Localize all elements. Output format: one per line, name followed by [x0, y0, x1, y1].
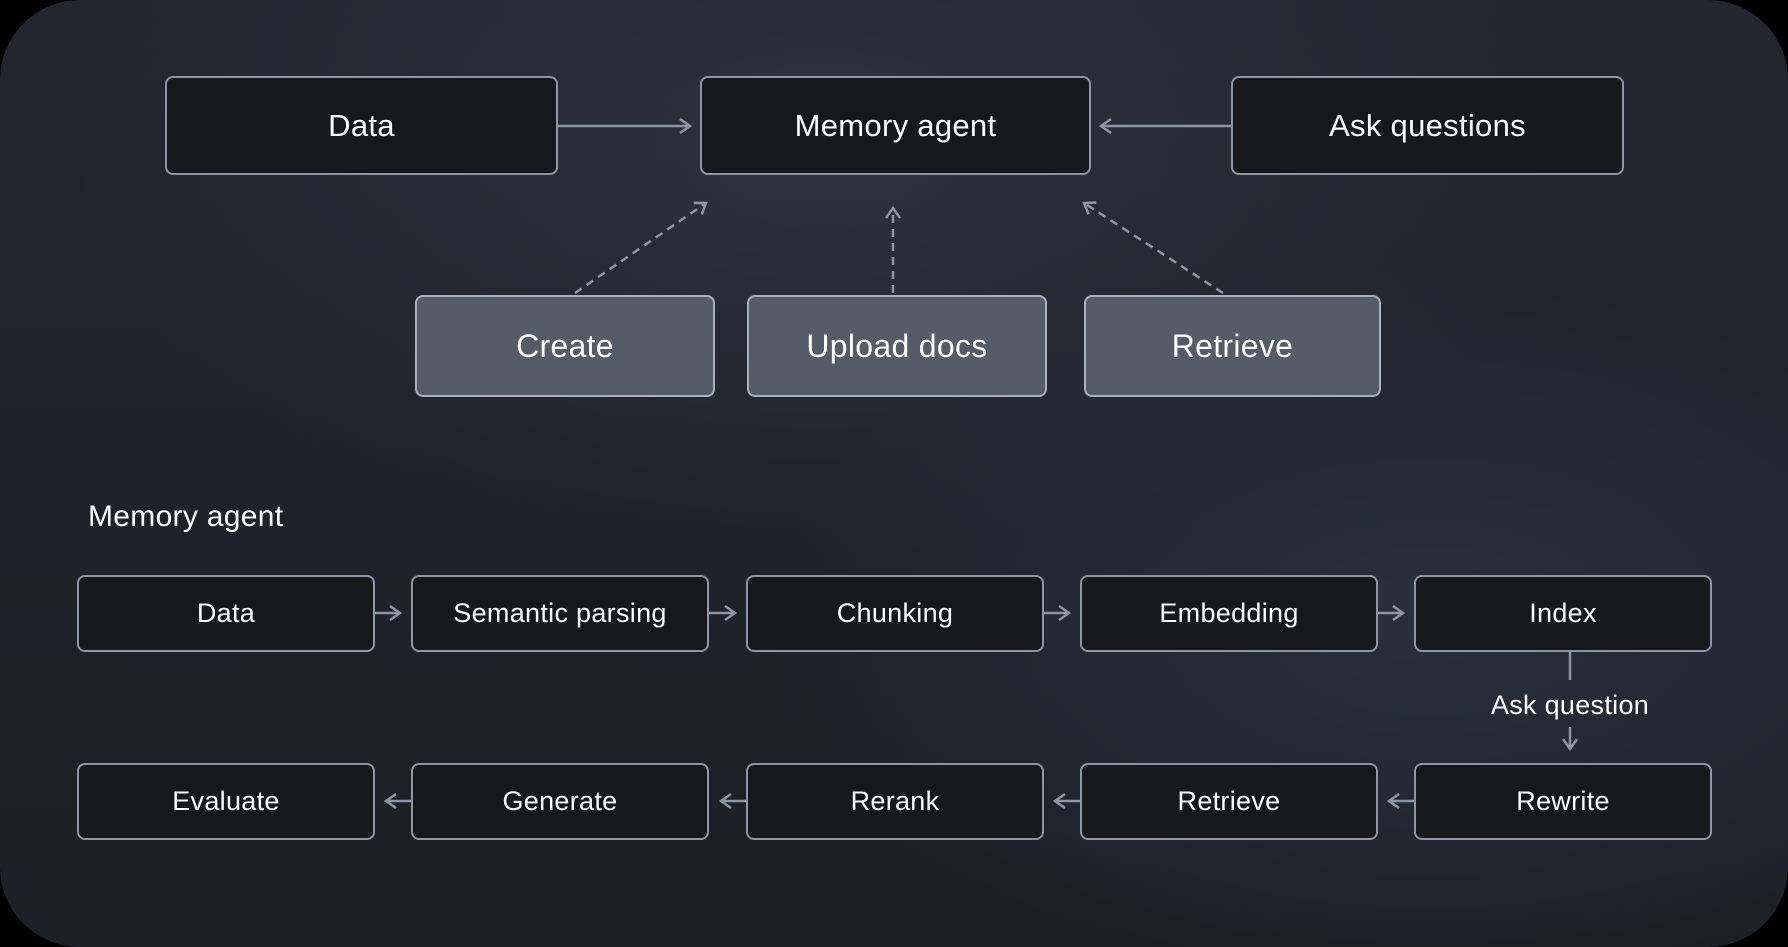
node-ask-questions: Ask questions: [1231, 76, 1624, 175]
step-evaluate: Evaluate: [77, 763, 375, 840]
step-embedding: Embedding: [1080, 575, 1378, 652]
node-data-source: Data: [165, 76, 558, 175]
action-upload-docs: Upload docs: [747, 295, 1047, 397]
branch-label-ask-question: Ask question: [1490, 690, 1650, 720]
step-data: Data: [77, 575, 375, 652]
step-index: Index: [1414, 575, 1712, 652]
action-retrieve: Retrieve: [1084, 295, 1381, 397]
node-memory-agent: Memory agent: [700, 76, 1091, 175]
step-semantic-parsing: Semantic parsing: [411, 575, 709, 652]
step-generate: Generate: [411, 763, 709, 840]
dashed-arrow-retrieve-to-memory-agent: [1082, 201, 1224, 295]
step-rerank: Rerank: [746, 763, 1044, 840]
step-retrieve: Retrieve: [1080, 763, 1378, 840]
step-rewrite: Rewrite: [1414, 763, 1712, 840]
dashed-arrow-create-to-memory-agent: [574, 201, 708, 295]
action-create: Create: [415, 295, 715, 397]
step-chunking: Chunking: [746, 575, 1044, 652]
section-label-memory-agent: Memory agent: [88, 500, 284, 533]
